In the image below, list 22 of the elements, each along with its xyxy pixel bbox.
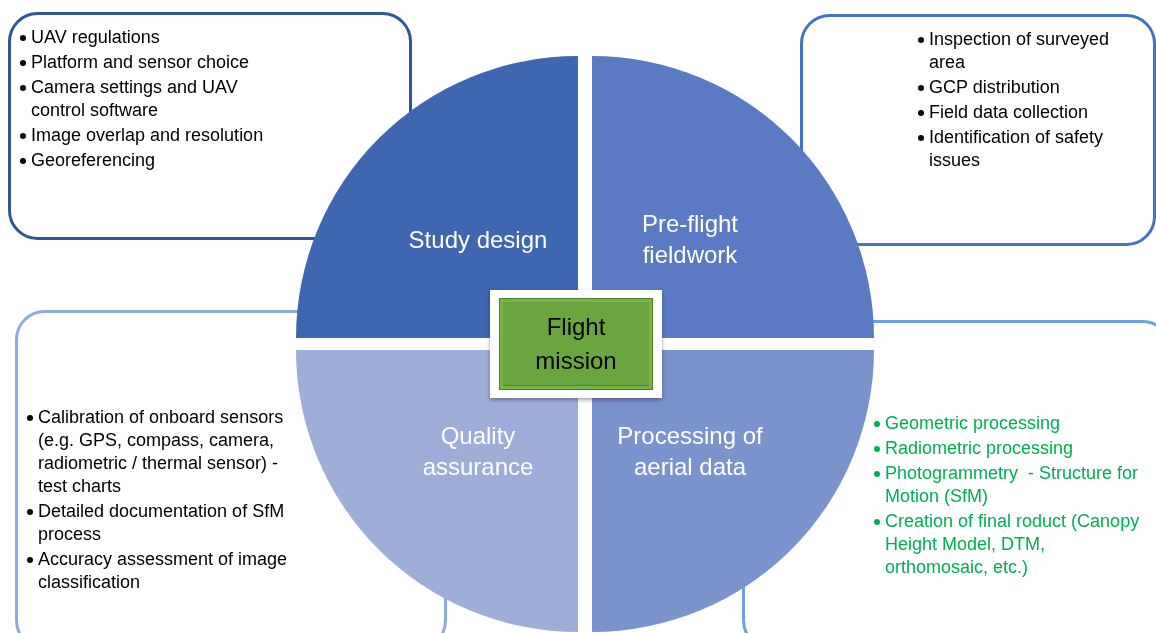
center-frame bbox=[490, 290, 662, 398]
bullet-text: Creation of final roduct (Canopy Height Model, DTM, orthomosaic, etc.) bbox=[885, 510, 1141, 579]
bullet-text: Field data collection bbox=[929, 101, 1089, 124]
bullet-text: Identification of safety issues bbox=[929, 126, 1105, 172]
bullet-text: Georeferencing bbox=[31, 149, 156, 172]
bullet-text: Platform and sensor choice bbox=[31, 51, 250, 74]
bullet-text: Photogrammetry - Structure for Motion (SfM) bbox=[885, 462, 1140, 508]
quadrant-label: Processing of aerial data bbox=[616, 421, 764, 482]
bullet-text: Accuracy assessment of image classification bbox=[38, 548, 289, 594]
bullet-text: Image overlap and resolution bbox=[31, 124, 264, 147]
bullet-text: UAV regulations bbox=[31, 26, 160, 49]
quadrant-label: Pre-flight fieldwork bbox=[640, 209, 739, 270]
bullet-text: Detailed documentation of SfM process bbox=[38, 500, 286, 546]
quadrant-label: Quality assurance bbox=[421, 421, 535, 482]
bullet-text: Radiometric processing bbox=[885, 437, 1074, 460]
bullet-text: Geometric processing bbox=[885, 412, 1061, 435]
bullet-text: Camera settings and UAV control software bbox=[31, 76, 239, 122]
bullet-text: Calibration of onboard sensors (e.g. GPS, compass, camera, radiometric / thermal sensor) - test charts bbox=[38, 406, 285, 498]
bullet-text: Inspection of surveyed area bbox=[929, 28, 1111, 74]
center-label: Flight mission bbox=[499, 298, 653, 390]
bullet-text: GCP distribution bbox=[929, 76, 1060, 99]
quadrant-label: Study design bbox=[407, 224, 549, 255]
